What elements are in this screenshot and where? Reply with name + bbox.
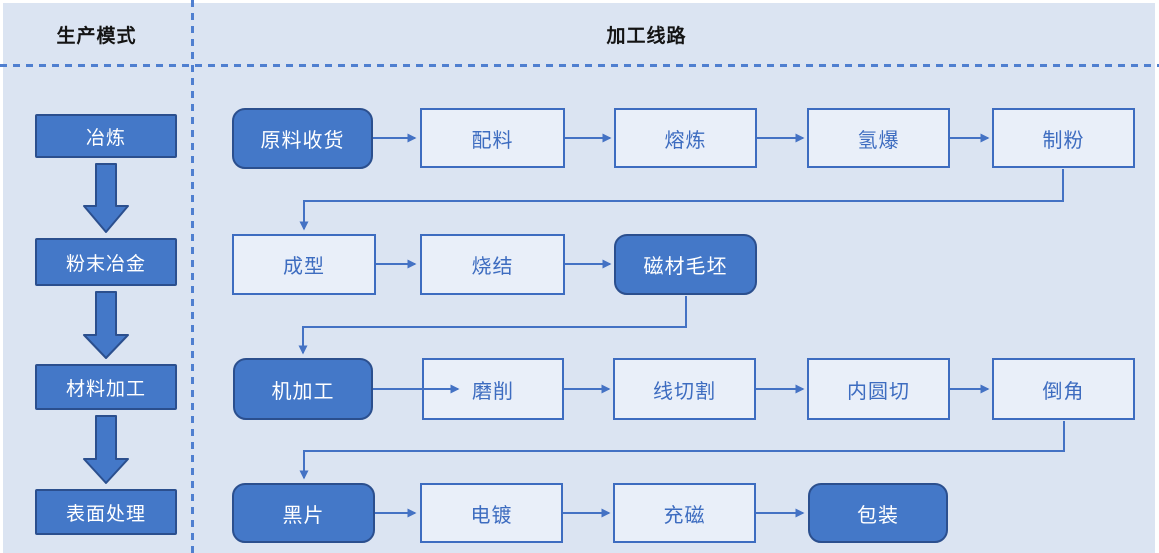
sidebar-box-label: 材料加工 — [65, 378, 146, 400]
sidebar-box-label: 冶炼 — [85, 127, 126, 149]
right-column-header: 加工线路 — [606, 25, 687, 47]
flow-box-label: 制粉 — [1042, 129, 1085, 152]
flow-box-label: 氢爆 — [857, 129, 900, 152]
left-column-header: 生产模式 — [56, 25, 137, 47]
flow-box-label: 配料 — [471, 129, 514, 152]
flow-box-raw-material-receipt: 原料收货 — [232, 108, 373, 169]
sidebar-box-smelting: 冶炼 — [35, 114, 177, 158]
flow-box-electroplating: 电镀 — [420, 483, 563, 543]
flow-box-label: 内圆切 — [847, 380, 910, 403]
column-divider-dashed-line — [191, 0, 194, 553]
flow-box-sintering: 烧结 — [420, 234, 565, 295]
flow-box-powder-milling: 制粉 — [992, 108, 1135, 168]
flow-box-label: 磨削 — [472, 380, 514, 403]
flow-box-label: 黑片 — [282, 504, 325, 527]
flow-box-label: 熔炼 — [664, 129, 707, 152]
sidebar-box-label: 表面处理 — [65, 503, 146, 525]
sidebar-box-material-processing: 材料加工 — [35, 364, 177, 410]
flow-box-label: 原料收货 — [260, 130, 345, 152]
flow-box-label: 成型 — [283, 256, 325, 278]
flow-box-batching: 配料 — [420, 108, 565, 168]
flow-box-magnet-blank: 磁材毛坯 — [614, 234, 757, 295]
flow-box-chamfering: 倒角 — [992, 358, 1135, 420]
flow-box-magnetizing: 充磁 — [613, 483, 756, 543]
sidebar-box-surface-treatment: 表面处理 — [35, 489, 177, 535]
flow-box-label: 机加工 — [271, 380, 335, 403]
flow-box-label: 充磁 — [663, 504, 706, 527]
sidebar-box-powder-metallurgy: 粉末冶金 — [35, 238, 177, 286]
flow-box-machining: 机加工 — [233, 358, 373, 420]
flow-box-packaging: 包装 — [808, 483, 948, 543]
flow-box-label: 磁材毛坯 — [643, 256, 728, 278]
sidebar-box-label: 粉末冶金 — [65, 253, 146, 275]
flow-box-black-piece: 黑片 — [232, 483, 375, 543]
flow-box-wire-cutting: 线切割 — [613, 358, 756, 420]
flow-box-label: 线切割 — [653, 380, 716, 403]
flow-box-hydrogen-decrepitation: 氢爆 — [807, 108, 950, 168]
flow-box-forming: 成型 — [232, 234, 376, 295]
flow-box-label: 烧结 — [471, 256, 514, 278]
flow-box-melting: 熔炼 — [614, 108, 757, 168]
flow-box-label: 倒角 — [1042, 380, 1085, 403]
flow-box-label: 电镀 — [470, 504, 513, 527]
flow-box-inner-circle-cutting: 内圆切 — [807, 358, 950, 420]
header-divider-dashed-line — [0, 64, 1159, 67]
flow-box-grinding: 磨削 — [422, 358, 564, 420]
flow-box-label: 包装 — [857, 504, 899, 527]
